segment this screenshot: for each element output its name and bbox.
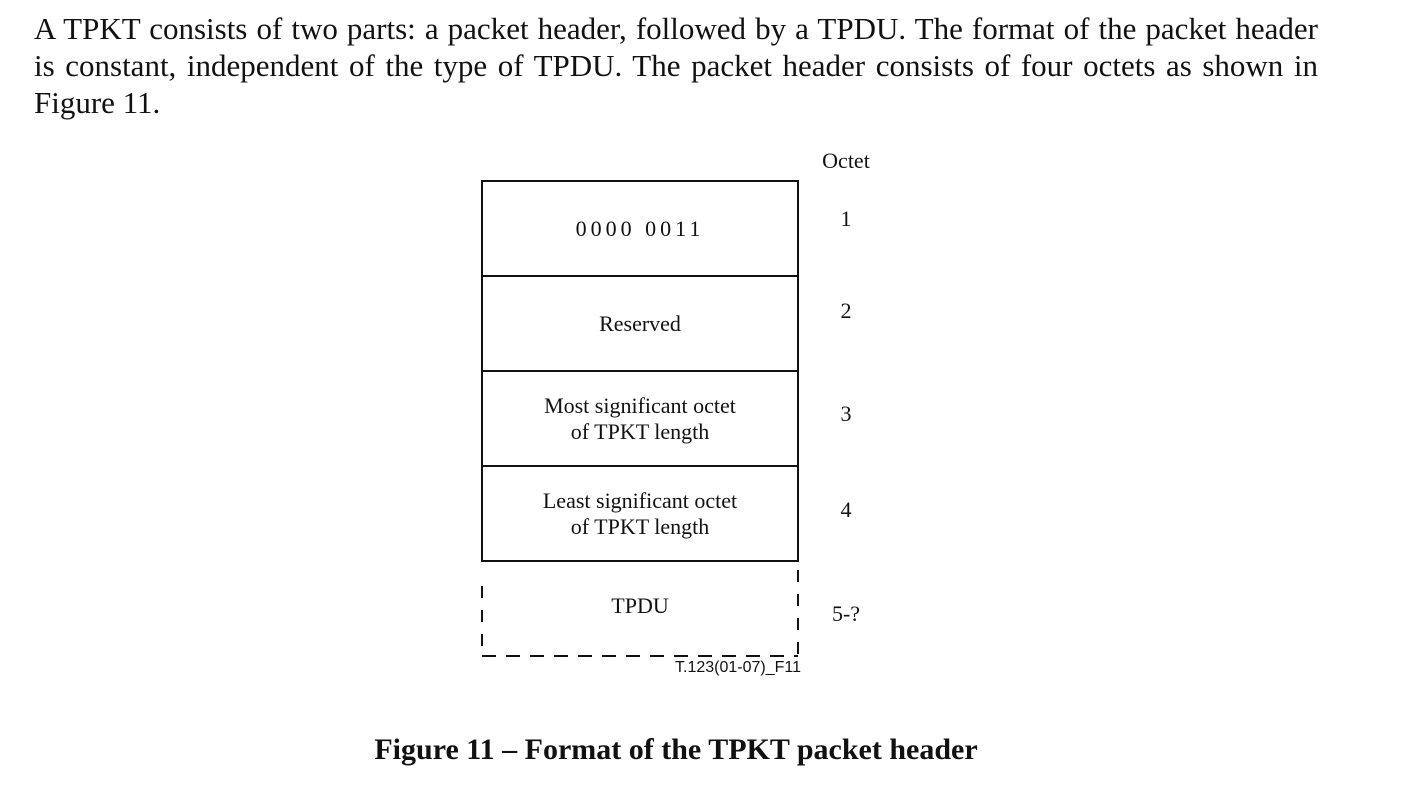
octet-number-5: 5-? — [831, 601, 861, 626]
header-cell-octet-2: Reserved — [481, 275, 799, 372]
msb-length-label-line-1: Most significant octet — [544, 392, 736, 418]
reserved-label: Reserved — [599, 310, 681, 336]
header-cell-octet-3: Most significant octet of TPKT length — [481, 370, 799, 467]
octet-number-3: 3 — [840, 401, 852, 426]
header-cell-octet-1: 0000 0011 — [481, 180, 799, 277]
octet-number-1: 1 — [840, 206, 852, 231]
body-paragraph: A TPKT consists of two parts: a packet h… — [34, 11, 1318, 120]
version-bits-label: 0000 0011 — [575, 215, 705, 241]
msb-length-label-line-2: of TPKT length — [570, 418, 710, 444]
lsb-length-label-line-1: Least significant octet — [542, 487, 738, 513]
octet-column-heading: Octet — [822, 148, 870, 173]
header-cell-octet-4: Least significant octet of TPKT length — [481, 465, 799, 562]
octet-number-2: 2 — [840, 298, 852, 323]
tpdu-cell: TPDU — [481, 560, 799, 657]
figure-caption: Figure 11 – Format of the TPKT packet he… — [374, 733, 978, 766]
octet-number-4: 4 — [840, 497, 852, 522]
tpdu-dashed-outline — [481, 570, 799, 657]
lsb-length-label-line-2: of TPKT length — [570, 513, 710, 539]
tpdu-label: TPDU — [611, 593, 669, 618]
figure-identifier: T.123(01-07)_F11 — [675, 659, 801, 676]
